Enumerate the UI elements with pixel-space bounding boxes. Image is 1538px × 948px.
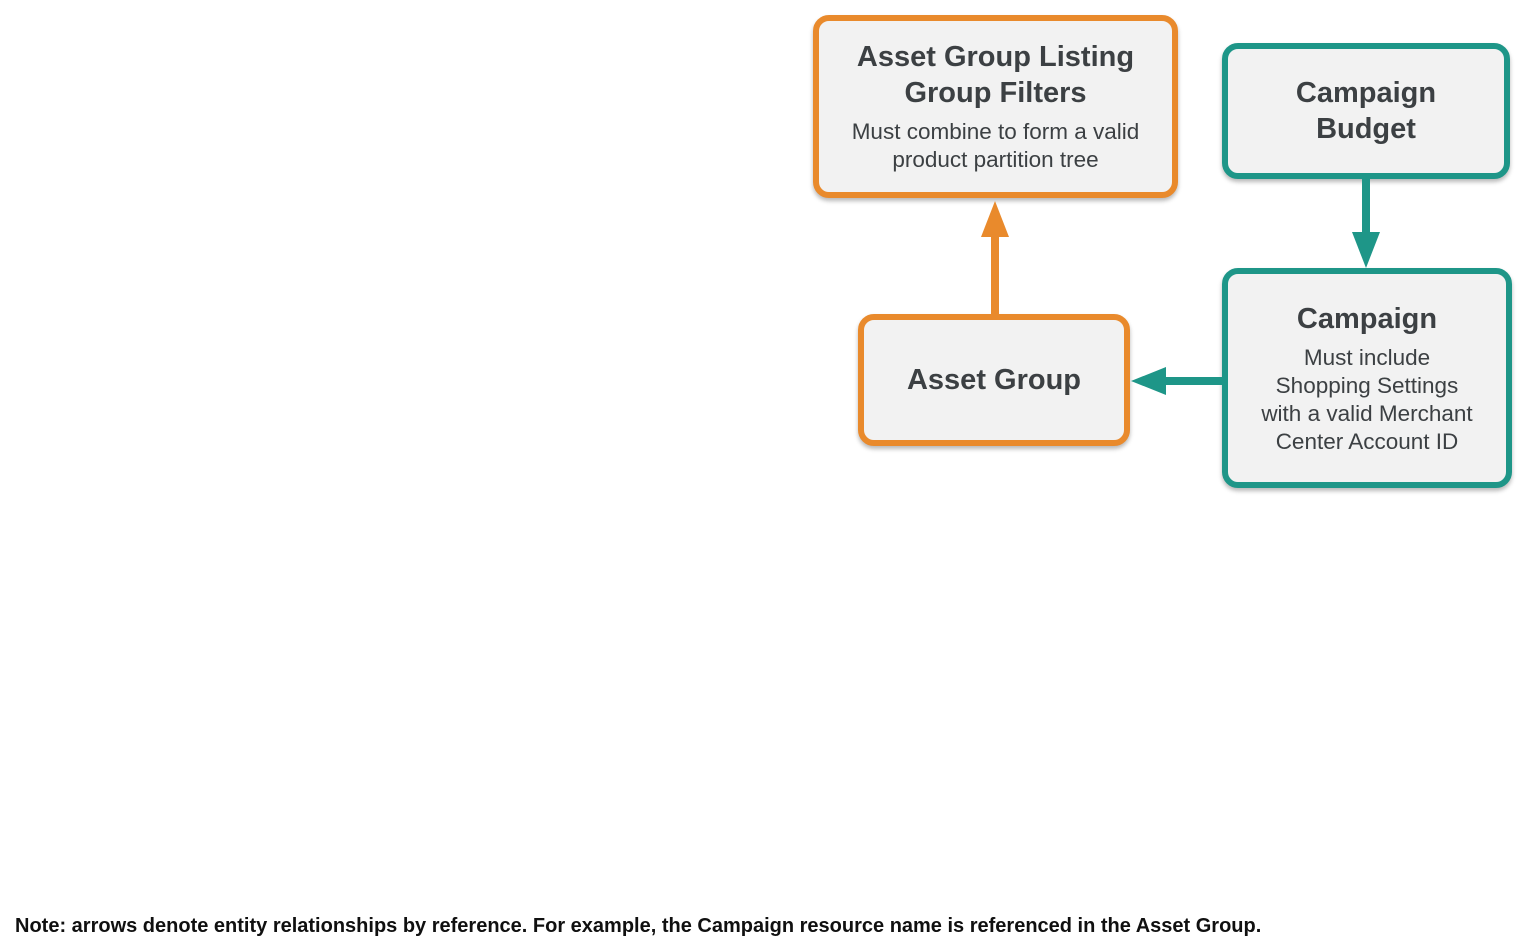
arrow-campaign-budget-to-campaign-head-icon xyxy=(1352,232,1380,268)
arrow-asset-group-to-listing-filters-shaft xyxy=(991,232,999,316)
node-subtitle: Must combine to form a valid product par… xyxy=(851,119,1140,172)
arrow-campaign-to-asset-group-head-icon xyxy=(1131,367,1166,395)
node-asset-group-listing-group-filters: Asset Group Listing Group Filters Must c… xyxy=(813,15,1178,198)
arrow-campaign-budget-to-campaign-shaft xyxy=(1362,178,1370,236)
diagram-footnote: Note: arrows denote entity relationships… xyxy=(15,915,1262,937)
node-subtitle: Must include Shopping Settings with a va… xyxy=(1261,344,1473,454)
node-title: Asset Group Listing Group Filters xyxy=(856,41,1135,109)
node-title: Asset Group xyxy=(906,364,1082,396)
node-title: Campaign xyxy=(1296,302,1438,335)
node-campaign: Campaign Must include Shopping Settings … xyxy=(1222,268,1512,488)
arrow-campaign-to-asset-group-shaft xyxy=(1160,377,1224,385)
node-campaign-budget: Campaign Budget xyxy=(1222,43,1510,179)
node-title: Campaign Budget xyxy=(1295,77,1437,145)
arrow-asset-group-to-listing-filters-head-icon xyxy=(981,201,1009,237)
node-asset-group: Asset Group xyxy=(858,314,1130,446)
